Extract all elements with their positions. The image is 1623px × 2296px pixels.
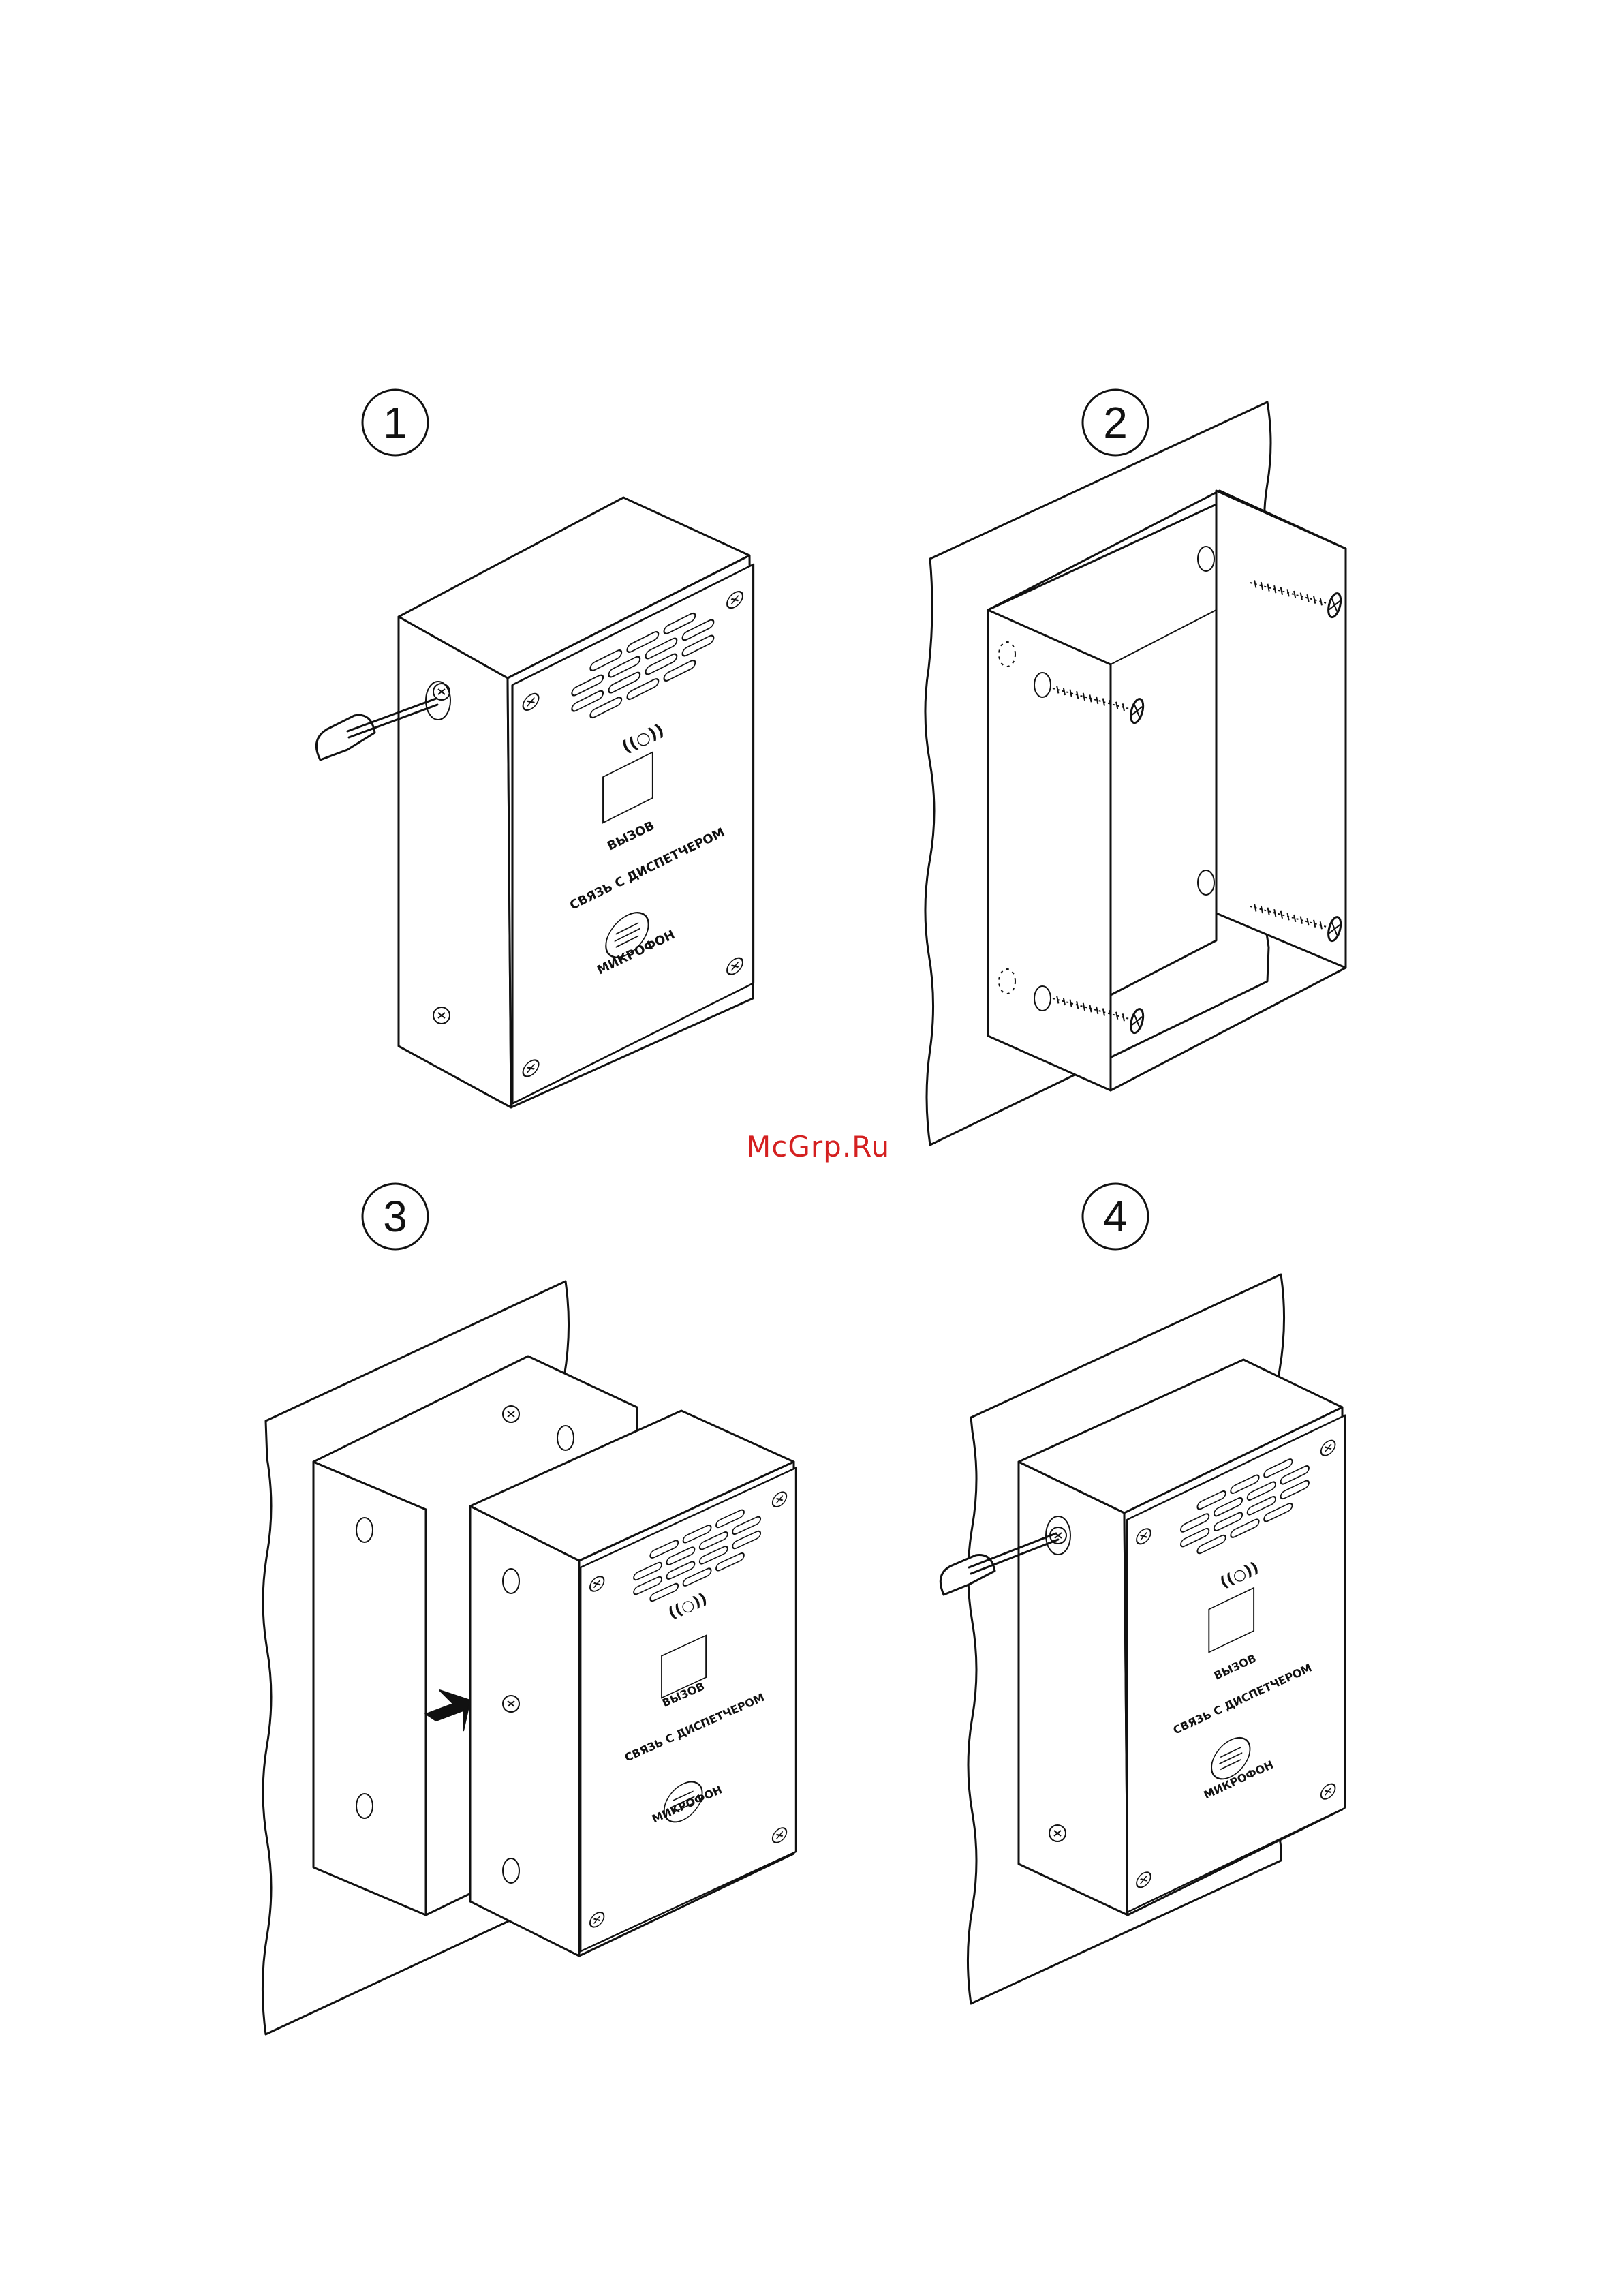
watermark: McGrp.Ru bbox=[746, 1130, 890, 1163]
step-3-number: 3 bbox=[383, 1192, 407, 1241]
step-2: 2 bbox=[925, 390, 1346, 1145]
step-2-number: 2 bbox=[1103, 398, 1128, 447]
step-1-number: 1 bbox=[383, 398, 407, 447]
step-3: 3 ((○)) ВЫЗОВ СВЯЗЬ С ДИСПЕ bbox=[262, 1184, 796, 2034]
enclosure-step-4 bbox=[1019, 1360, 1345, 1915]
step-4-number: 4 bbox=[1103, 1192, 1128, 1241]
step-4: 4 ((○)) ВЫЗОВ СВЯЗЬ С ДИСПЕТЧЕРОМ МИКРОФ… bbox=[940, 1184, 1344, 2004]
enclosure-step-1 bbox=[399, 498, 754, 1107]
enclosure-step-3 bbox=[470, 1411, 796, 1956]
step-1: 1 ((○)) ВЫЗОВ СВЯЗЬ С ДИСПЕТЧЕРОМ МИКРОФ… bbox=[316, 390, 753, 1107]
